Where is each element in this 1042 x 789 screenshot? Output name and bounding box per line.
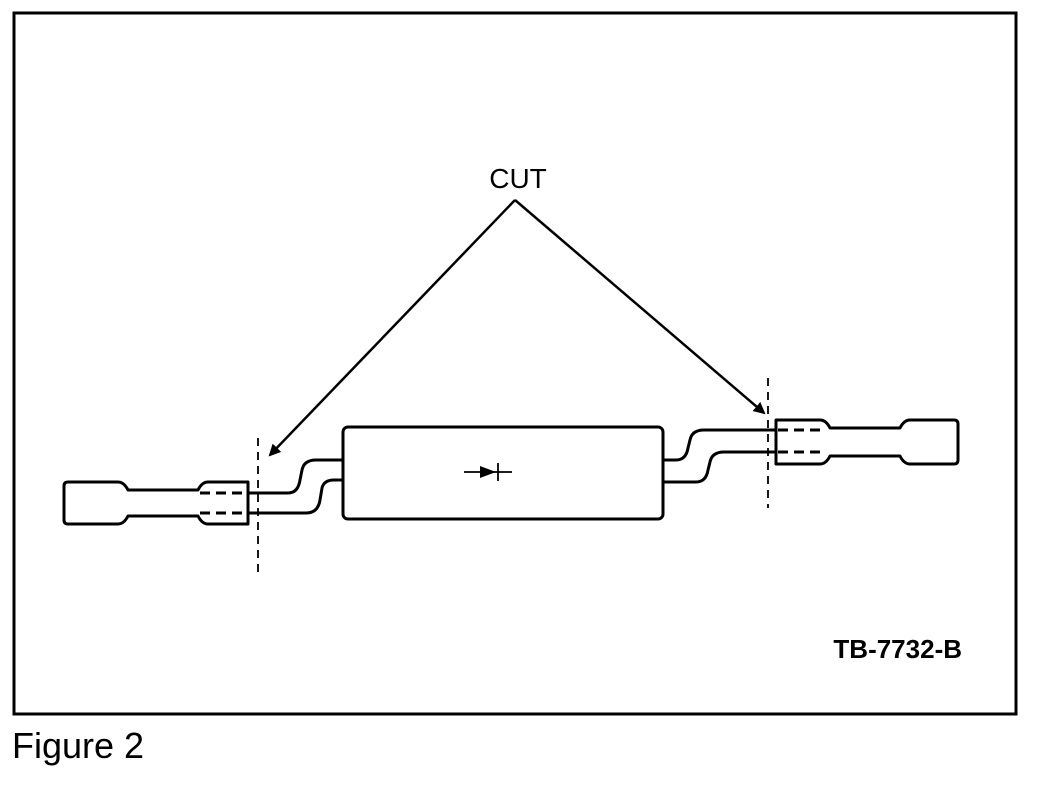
- diode-module: [341, 425, 665, 521]
- cut-arrow-right: [514, 199, 766, 415]
- cut-arrow-left: [268, 199, 516, 457]
- left-connector: [62, 480, 250, 526]
- right-wire-bottom: [663, 450, 776, 484]
- figure-frame: [12, 11, 1018, 716]
- right-connector: [774, 418, 960, 466]
- left-wire-top: [248, 458, 343, 495]
- right-wire-top: [663, 428, 776, 462]
- cut-label: CUT: [489, 163, 547, 194]
- diode-symbol-triangle: [480, 466, 496, 478]
- left-wire-bottom: [248, 478, 343, 515]
- figure-caption: Figure 2: [12, 725, 145, 766]
- figure-code: TB-7732-B: [833, 634, 962, 664]
